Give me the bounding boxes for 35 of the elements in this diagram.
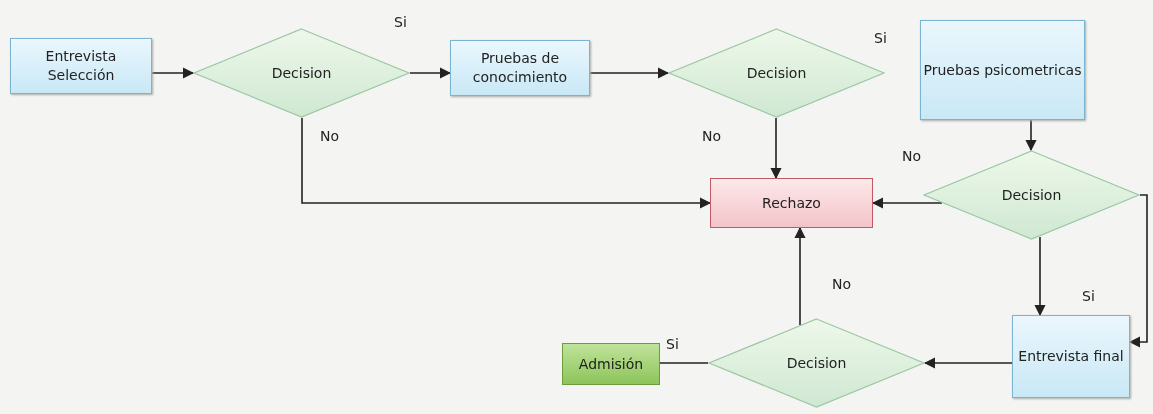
arrow [409, 67, 452, 79]
admission-box [562, 343, 660, 385]
node-text: Admisión [578, 354, 644, 374]
node-text: Decision [786, 353, 847, 373]
node-text: Pruebas de conocimiento [471, 49, 569, 87]
arrow [871, 197, 943, 209]
process-box [450, 40, 590, 96]
arrow [151, 67, 195, 79]
node-text: Decision [1001, 185, 1062, 205]
arrow [923, 357, 1013, 369]
edge-label: Si [1080, 288, 1097, 304]
rejection-box [710, 178, 873, 228]
process-box [1012, 315, 1130, 398]
node-text: Entrevista final [1018, 347, 1124, 366]
node-text: Decision [746, 63, 807, 83]
edge-label: Si [392, 14, 409, 30]
process-box [10, 38, 152, 94]
process-box [920, 20, 1085, 120]
edge-label: Si [664, 336, 681, 352]
arrow [770, 117, 782, 180]
node-text: Decision [271, 63, 332, 83]
arrow [1128, 194, 1148, 348]
arrow [794, 226, 806, 326]
edge-label: No [900, 148, 924, 164]
edge-label: No [830, 276, 854, 292]
edge-label: No [318, 128, 342, 144]
node-text: Entrevista Selección [44, 47, 118, 85]
node-text: Pruebas psicometricas [923, 60, 1082, 80]
node-text: Rechazo [762, 193, 821, 213]
arrow [589, 67, 670, 79]
branch-label: Si [872, 30, 889, 46]
arrow [1025, 119, 1037, 152]
edge-label: No [700, 128, 724, 144]
arrow [1034, 236, 1046, 317]
arrow [301, 117, 712, 209]
